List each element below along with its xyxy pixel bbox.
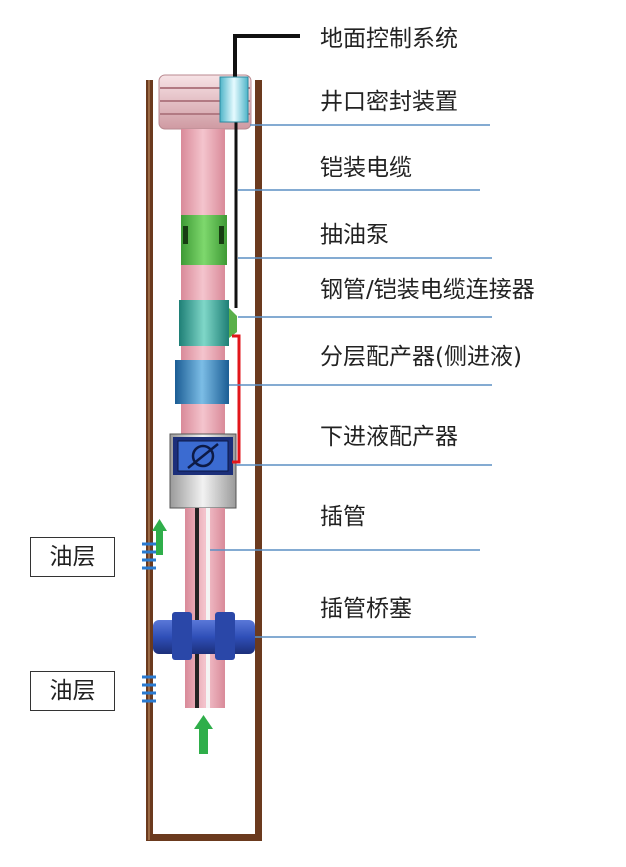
lower-distributor-body bbox=[169, 433, 237, 509]
label-oil-pump: 抽油泵 bbox=[320, 222, 389, 248]
perforations-upper bbox=[142, 542, 156, 570]
label-surface-control: 地面控制系统 bbox=[320, 26, 458, 52]
oil-layer-box-upper: 油层 bbox=[30, 537, 115, 577]
red-line bbox=[232, 334, 241, 464]
perforations-lower bbox=[142, 675, 156, 703]
oil-pump-body bbox=[181, 215, 227, 265]
insert-pipe-body bbox=[185, 508, 225, 708]
flow-arrow-upper bbox=[152, 519, 167, 555]
leader-lines bbox=[210, 124, 492, 638]
seal-device bbox=[219, 76, 249, 123]
label-wellhead-seal: 井口密封装置 bbox=[320, 89, 458, 115]
label-armored-cable: 铠装电缆 bbox=[320, 155, 412, 181]
casing bbox=[146, 80, 262, 841]
layered-distributor-body bbox=[175, 360, 229, 404]
label-connector: 钢管/铠装电缆连接器 bbox=[320, 277, 535, 303]
label-insert-pipe: 插管 bbox=[320, 504, 366, 530]
label-layered-distributor: 分层配产器(侧进液) bbox=[320, 344, 522, 370]
flow-arrow-lower bbox=[194, 715, 213, 754]
label-pipe-bridge-plug: 插管桥塞 bbox=[320, 596, 412, 622]
oil-layer-box-lower: 油层 bbox=[30, 671, 115, 711]
label-lower-distributor: 下进液配产器 bbox=[320, 424, 458, 450]
connector-body bbox=[179, 300, 237, 346]
cable bbox=[233, 34, 300, 308]
bridge-plug-body bbox=[153, 612, 255, 660]
